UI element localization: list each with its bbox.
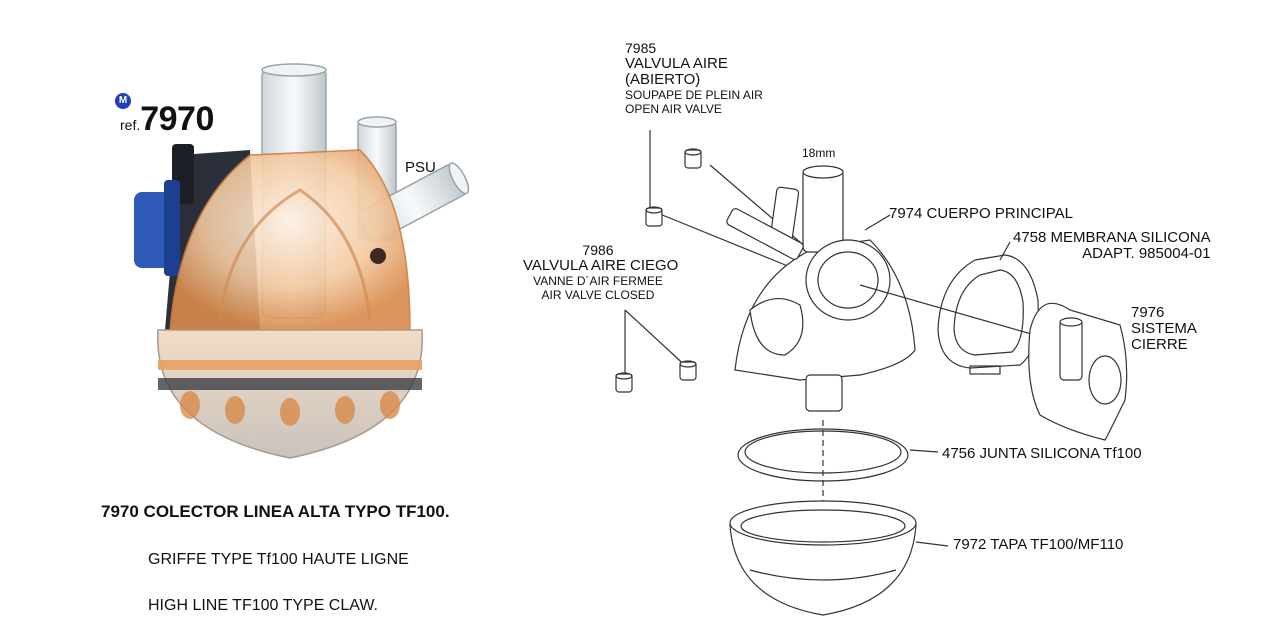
open-valve-line3: SOUPAPE DE PLEIN AIR bbox=[625, 88, 763, 102]
exploded-diagram bbox=[615, 130, 1128, 616]
closure-line1: SISTEMA bbox=[1131, 320, 1197, 337]
closure-system-part bbox=[1028, 302, 1128, 441]
cap-part bbox=[729, 500, 917, 616]
membrane-line2: ADAPT. 985004-01 bbox=[1082, 245, 1211, 262]
dimension-label: 18mm bbox=[802, 146, 836, 160]
brand-logo-icon: M bbox=[115, 93, 131, 109]
cap-label: 7972 TAPA TF100/MF110 bbox=[953, 536, 1124, 553]
gasket-label: 4756 JUNTA SILICONA Tf100 bbox=[942, 445, 1142, 462]
product-subtitle-fr: GRIFFE TYPE Tf100 HAUTE LIGNE bbox=[148, 551, 409, 568]
closed-valve-line3: AIR VALVE CLOSED bbox=[541, 288, 655, 302]
port-hole bbox=[370, 248, 386, 264]
product-photo bbox=[134, 63, 470, 459]
open-valve-part-2 bbox=[645, 206, 663, 227]
membrane-line1: 4758 MEMBRANA SILICONA bbox=[1013, 229, 1211, 246]
closed-valve-part-2 bbox=[679, 360, 697, 381]
product-title: 7970 COLECTOR LINEA ALTA TYPO TF100. bbox=[101, 502, 450, 521]
open-valve-part-1 bbox=[684, 148, 702, 169]
lower-bowl bbox=[157, 329, 423, 459]
blue-cap bbox=[134, 192, 170, 268]
closed-valve-label: 7986 VALVULA AIRE CIEGO VANNE D´AIR FERM… bbox=[523, 242, 679, 302]
reference-label: ref.7970 bbox=[120, 100, 214, 139]
psu-label: PSU bbox=[405, 159, 436, 176]
closed-valve-line2: VANNE D´AIR FERMEE bbox=[533, 274, 663, 288]
closed-valve-code: 7986 bbox=[582, 242, 614, 258]
main-body-part bbox=[726, 165, 916, 412]
open-valve-line2: (ABIERTO) bbox=[625, 71, 701, 88]
open-valve-line1: VALVULA AIRE bbox=[625, 55, 728, 72]
closed-valve-part-1 bbox=[615, 372, 633, 393]
leader-cap bbox=[915, 541, 949, 547]
main-body-label: 7974 CUERPO PRINCIPAL bbox=[889, 205, 1073, 222]
leader-main-body bbox=[864, 214, 891, 231]
open-valve-label: 7985 VALVULA AIRE (ABIERTO) SOUPAPE DE P… bbox=[625, 40, 763, 116]
open-valve-code: 7985 bbox=[625, 40, 657, 56]
membrane-ring-part bbox=[937, 254, 1039, 375]
membrane-label: 4758 MEMBRANA SILICONA ADAPT. 985004-01 bbox=[1013, 230, 1211, 262]
closure-label: 7976 SISTEMA CIERRE bbox=[1131, 305, 1197, 353]
closure-code: 7976 bbox=[1131, 304, 1165, 321]
closed-valve-line1: VALVULA AIRE CIEGO bbox=[523, 257, 679, 274]
leader-gasket bbox=[909, 449, 939, 453]
ref-prefix: ref. bbox=[120, 117, 141, 133]
product-subtitle-en: HIGH LINE TF100 TYPE CLAW. bbox=[148, 597, 378, 614]
ref-number: 7970 bbox=[140, 100, 214, 138]
gasket-part bbox=[737, 428, 909, 482]
open-valve-line4: OPEN AIR VALVE bbox=[625, 102, 722, 116]
closure-line2: CIERRE bbox=[1131, 336, 1188, 353]
amber-body bbox=[169, 149, 411, 331]
